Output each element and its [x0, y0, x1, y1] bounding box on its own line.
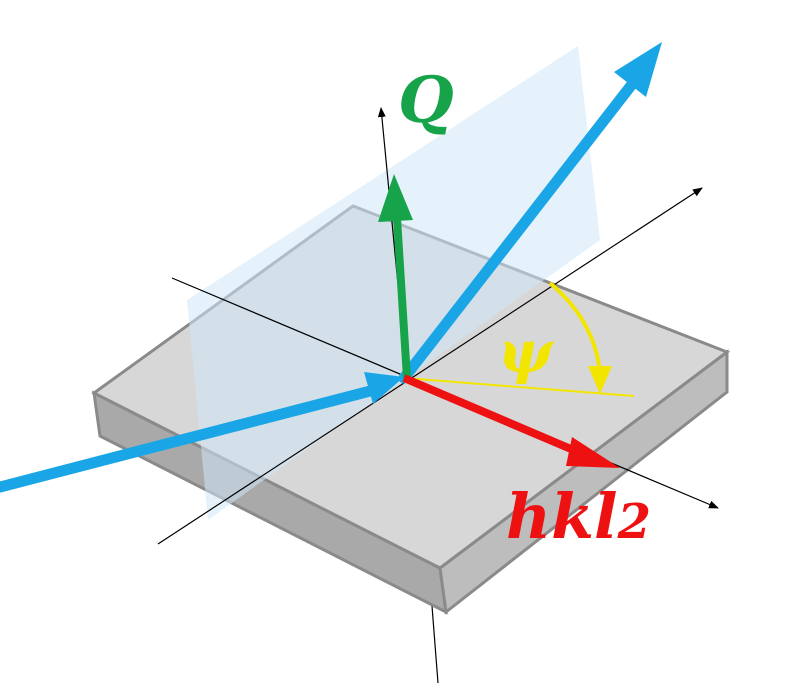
hkl-label: hkl2	[506, 480, 651, 553]
q-label: Q	[398, 63, 454, 138]
axis-normal-bottom	[431, 605, 439, 684]
diffracted-beam-arrow	[398, 42, 662, 384]
incident-beam-arrow	[0, 372, 404, 493]
psi-reference-line	[403, 377, 635, 397]
hkl-vector-arrow	[402, 374, 620, 468]
hkl-label-subscript: 2	[617, 494, 651, 550]
psi-label: ψ	[498, 318, 555, 386]
axis-y	[157, 187, 703, 545]
q-vector-arrow	[378, 174, 413, 379]
diffraction-plane	[187, 46, 600, 520]
hkl-label-main: hkl	[506, 480, 618, 553]
psi-arc-arrow	[548, 281, 612, 394]
